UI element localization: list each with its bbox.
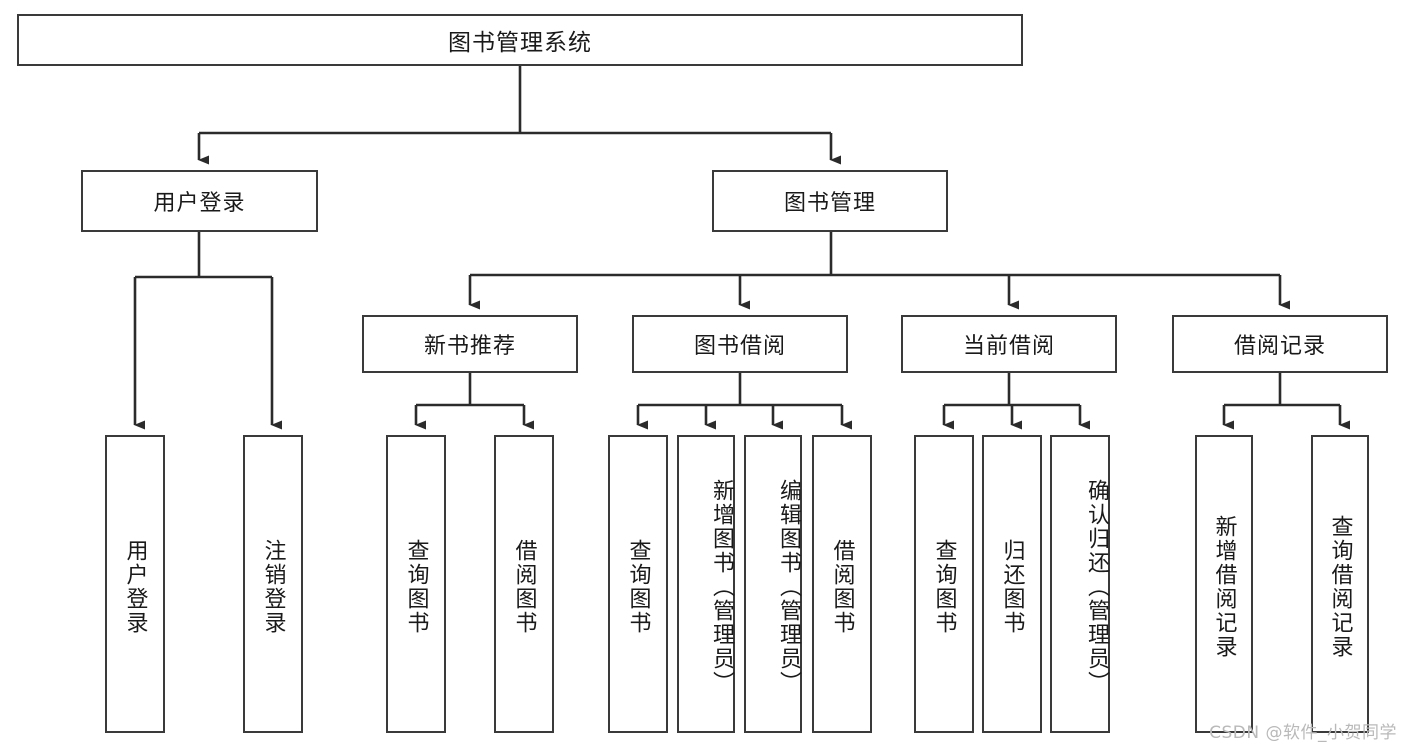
node-leaf-user-login-label: 用户登录 — [122, 539, 148, 635]
node-leaf-add-book-label: 新增图书（管理员） — [709, 479, 734, 695]
node-leaf-user-logout[interactable]: 注销登录 — [243, 435, 303, 733]
node-user-login-label: 用户登录 — [153, 191, 246, 216]
node-leaf-query-record[interactable]: 查询借阅记录 — [1311, 435, 1369, 733]
node-leaf-user-login[interactable]: 用户登录 — [105, 435, 165, 733]
node-book-manage-label: 图书管理 — [783, 191, 876, 216]
node-leaf-query-book-2[interactable]: 查询图书 — [608, 435, 668, 733]
node-leaf-borrow-book-2[interactable]: 借阅图书 — [812, 435, 872, 733]
node-leaf-query-book-2-label: 查询图书 — [625, 539, 651, 635]
node-leaf-query-book-3-label: 查询图书 — [931, 539, 957, 635]
node-user-login[interactable]: 用户登录 — [81, 170, 318, 232]
node-leaf-return-book[interactable]: 归还图书 — [982, 435, 1042, 733]
node-leaf-borrow-book-1[interactable]: 借阅图书 — [494, 435, 554, 733]
node-book-borrow-label: 图书借阅 — [693, 334, 786, 359]
node-current-borrow-label: 当前借阅 — [962, 334, 1055, 359]
node-leaf-add-record-label: 新增借阅记录 — [1211, 515, 1237, 659]
node-leaf-query-record-label: 查询借阅记录 — [1327, 515, 1353, 659]
node-leaf-query-book-1[interactable]: 查询图书 — [386, 435, 446, 733]
node-new-book-recommend-label: 新书推荐 — [423, 334, 516, 359]
node-leaf-borrow-book-2-label: 借阅图书 — [829, 539, 855, 635]
node-root-label: 图书管理系统 — [448, 30, 592, 56]
node-new-book-recommend[interactable]: 新书推荐 — [362, 315, 578, 373]
node-leaf-user-logout-label: 注销登录 — [260, 539, 286, 635]
node-current-borrow[interactable]: 当前借阅 — [901, 315, 1117, 373]
node-leaf-add-book[interactable]: 新增图书（管理员） — [677, 435, 735, 733]
node-leaf-return-book-label: 归还图书 — [999, 539, 1025, 635]
node-root[interactable]: 图书管理系统 — [17, 14, 1023, 66]
node-book-borrow[interactable]: 图书借阅 — [632, 315, 848, 373]
node-leaf-confirm-return[interactable]: 确认归还（管理员） — [1050, 435, 1110, 733]
node-leaf-query-book-3[interactable]: 查询图书 — [914, 435, 974, 733]
node-leaf-confirm-return-label: 确认归还（管理员） — [1084, 479, 1109, 695]
node-leaf-edit-book-label: 编辑图书（管理员） — [776, 479, 801, 695]
node-book-manage[interactable]: 图书管理 — [712, 170, 948, 232]
node-leaf-add-record[interactable]: 新增借阅记录 — [1195, 435, 1253, 733]
node-borrow-record-label: 借阅记录 — [1233, 334, 1326, 359]
csdn-watermark: CSDN @软件_小贺同学 — [1209, 723, 1397, 743]
node-leaf-query-book-1-label: 查询图书 — [403, 539, 429, 635]
node-borrow-record[interactable]: 借阅记录 — [1172, 315, 1388, 373]
node-leaf-borrow-book-1-label: 借阅图书 — [511, 539, 537, 635]
node-leaf-edit-book[interactable]: 编辑图书（管理员） — [744, 435, 802, 733]
